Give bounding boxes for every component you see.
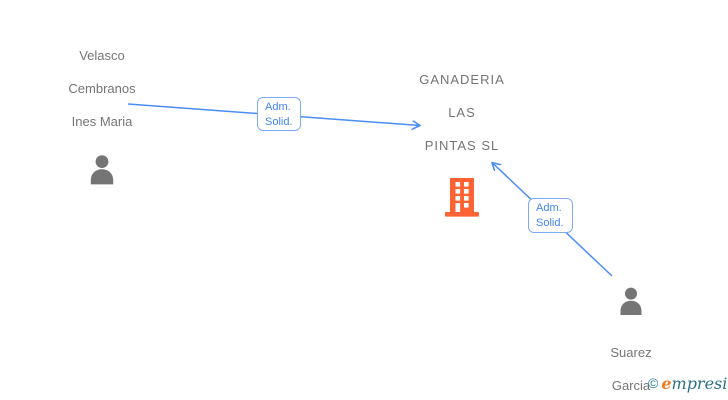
person-icon [616, 285, 646, 324]
node-person-velasco[interactable]: Velasco Cembranos Ines Maria [41, 31, 163, 193]
node-company-ganaderia-las-pintas[interactable]: GANADERIA LAS PINTAS SL [387, 55, 537, 222]
person-icon [86, 153, 118, 193]
empresia-logo[interactable]: ©empresia [648, 374, 728, 398]
person-name: Suarez Garcia Juan... [610, 344, 652, 393]
node-person-suarez[interactable]: Suarez Garcia Juan... [571, 285, 691, 400]
person-name: Velasco Cembranos Ines Maria [68, 47, 136, 129]
copyright-icon: © [648, 375, 659, 391]
logo-brand-rest: mpresia [671, 374, 728, 393]
building-icon [443, 177, 481, 222]
edge-label-adm-solid-2[interactable]: Adm. Solid. [528, 198, 573, 233]
edge-label-adm-solid-1[interactable]: Adm. Solid. [257, 97, 301, 131]
logo-brand-initial: e [661, 374, 672, 393]
company-name: GANADERIA LAS PINTAS SL [419, 71, 505, 153]
